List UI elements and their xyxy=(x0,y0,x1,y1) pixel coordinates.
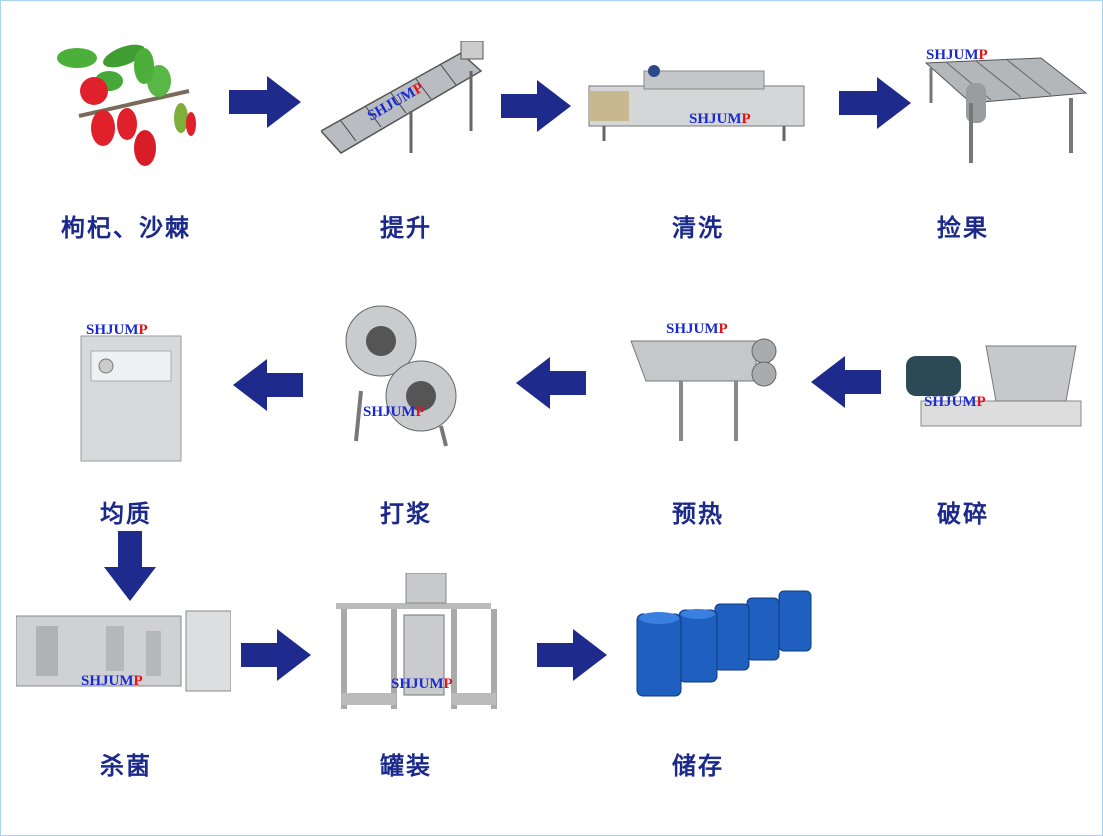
arrow-right-icon xyxy=(229,76,301,128)
arrow-right-icon xyxy=(501,80,571,132)
arrow-left-icon xyxy=(811,356,881,408)
step-label-sterilizing: 杀菌 xyxy=(100,752,152,780)
svg-text:SHJUMP: SHJUMP xyxy=(924,394,986,410)
arrow-left-icon xyxy=(233,359,303,411)
svg-text:SHJUMP: SHJUMP xyxy=(363,404,425,420)
step-label-homogenizing: 均质 xyxy=(100,500,152,528)
arrow-right-icon xyxy=(839,77,911,129)
arrow-down-icon xyxy=(104,531,156,601)
svg-text:SHJUMP: SHJUMP xyxy=(689,111,751,127)
preheater-image: SHJUMP xyxy=(630,321,777,441)
svg-text:SHJUMP: SHJUMP xyxy=(86,322,148,338)
svg-text:SHJUMP: SHJUMP xyxy=(391,676,453,692)
arrow-right-icon xyxy=(537,629,607,681)
pulper-image: SHJUMP xyxy=(345,305,457,447)
step-label-elevating: 提升 xyxy=(380,214,432,242)
homogenizer-image: SHJUMP xyxy=(80,322,182,462)
step-label-washing: 清洗 xyxy=(672,214,724,242)
crusher-image: SHJUMP xyxy=(906,345,1082,427)
step-label-storage: 储存 xyxy=(672,752,724,780)
sterilizer-image: SHJUMP xyxy=(16,610,231,692)
filling-machine-image: SHJUMP xyxy=(336,573,497,709)
step-label-pulping: 打浆 xyxy=(380,500,432,528)
step-label-preheating: 预热 xyxy=(672,500,724,528)
step-label-filling: 罐装 xyxy=(380,752,432,780)
goji-berry-image xyxy=(57,44,196,166)
step-label-raw-fruit: 枸杞、沙棘 xyxy=(61,214,191,242)
storage-barrels-image xyxy=(636,590,812,697)
arrow-right-icon xyxy=(241,629,311,681)
step-label-crushing: 破碎 xyxy=(937,500,989,528)
sorting-conveyor-image: SHJUMP xyxy=(924,47,1088,163)
washing-machine-image: SHJUMP xyxy=(588,65,805,141)
arrow-left-icon xyxy=(516,357,586,409)
svg-text:SHJUMP: SHJUMP xyxy=(666,321,728,337)
svg-text:SHJUMP: SHJUMP xyxy=(81,673,143,689)
elevator-conveyor-image: SHJUMP xyxy=(321,41,484,154)
step-label-sorting: 捡果 xyxy=(937,214,989,242)
svg-text:SHJUMP: SHJUMP xyxy=(926,47,988,63)
